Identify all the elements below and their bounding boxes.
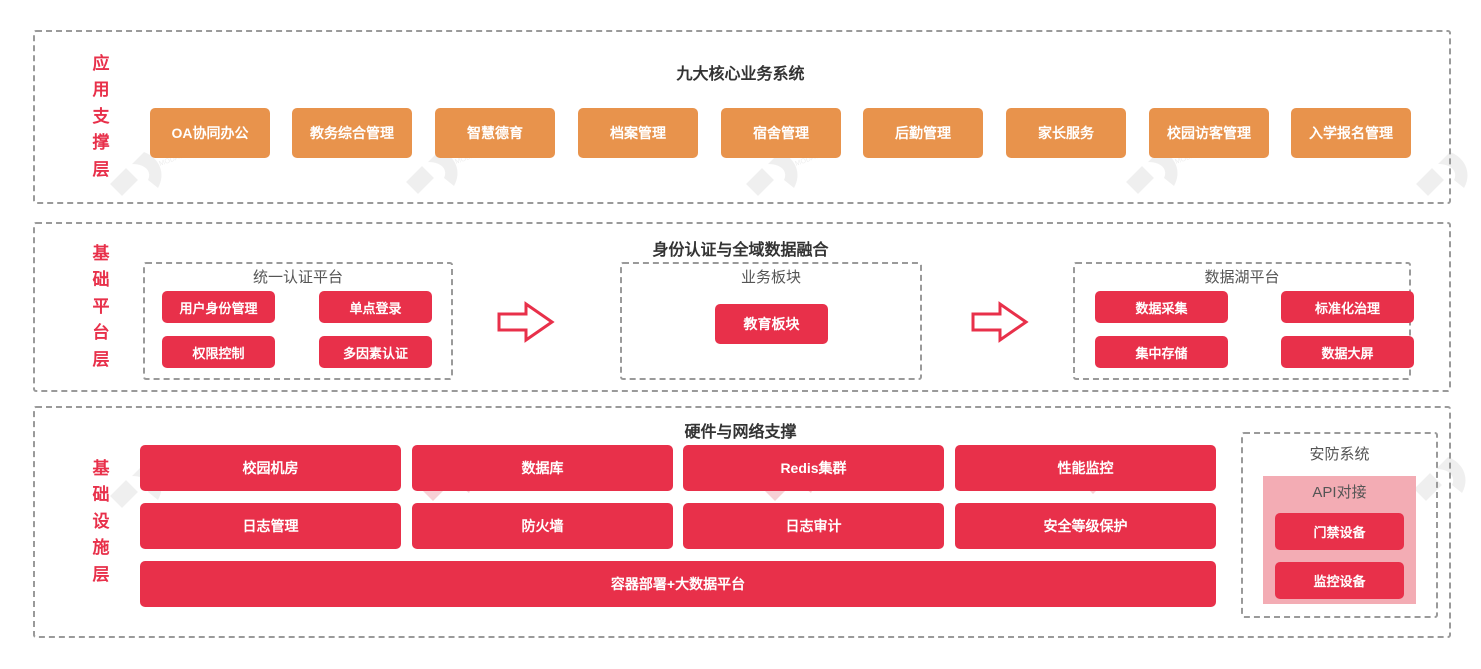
layer-label-char: 层	[92, 564, 110, 584]
api-integration-title: API对接	[1312, 484, 1367, 501]
group-title-security-system: 安防系统	[1309, 446, 1370, 463]
layer-label-char: 础	[92, 270, 110, 290]
security-box-access-control-device[interactable]: 门禁设备	[1275, 513, 1404, 550]
security-box-surveillance-device[interactable]: 监控设备	[1275, 562, 1404, 599]
layer-label-char: 应	[92, 54, 110, 74]
section-title-hardware-network-support: 硬件与网络支撑	[684, 424, 797, 441]
app-box-logistics-management[interactable]: 后勤管理	[863, 108, 983, 158]
layer-label-base-platform: 基 础 平 台 层	[73, 224, 129, 390]
platform-box-centralized-storage[interactable]: 集中存储	[1095, 336, 1228, 368]
layer-label-char: 平	[92, 296, 110, 316]
platform-box-standardized-governance[interactable]: 标准化治理	[1281, 291, 1414, 323]
layer-label-char: 撑	[92, 133, 110, 153]
layer-label-char: 基	[92, 244, 110, 264]
platform-box-single-sign-on[interactable]: 单点登录	[319, 291, 432, 323]
app-box-oa-collaboration[interactable]: OA协同办公	[150, 108, 270, 158]
infra-box-redis-cluster[interactable]: Redis集群	[683, 445, 944, 491]
layer-label-infrastructure: 基 础 设 施 层	[73, 408, 129, 636]
layer-label-char: 层	[92, 349, 110, 369]
infra-box-firewall[interactable]: 防火墙	[412, 503, 673, 549]
section-title-core-business-systems: 九大核心业务系统	[676, 66, 805, 83]
layer-label-application-support: 应 用 支 撑 层	[73, 32, 129, 202]
platform-box-user-identity-management[interactable]: 用户身份管理	[162, 291, 275, 323]
section-title-identity-and-data-fusion: 身份认证与全域数据融合	[652, 242, 829, 259]
group-unified-authentication-platform	[143, 262, 453, 380]
app-box-smart-moral-education[interactable]: 智慧德育	[435, 108, 555, 158]
infra-box-performance-monitoring[interactable]: 性能监控	[955, 445, 1216, 491]
infra-box-log-management[interactable]: 日志管理	[140, 503, 401, 549]
infra-box-security-level-protection[interactable]: 安全等级保护	[955, 503, 1216, 549]
group-security-system	[1241, 432, 1438, 618]
app-box-campus-visitor-management[interactable]: 校园访客管理	[1149, 108, 1269, 158]
platform-box-multi-factor-authentication[interactable]: 多因素认证	[319, 336, 432, 368]
layer-label-char: 础	[92, 485, 110, 505]
layer-base-platform: 基 础 平 台 层	[33, 222, 1451, 392]
platform-box-permission-control[interactable]: 权限控制	[162, 336, 275, 368]
group-business-segment	[620, 262, 922, 380]
infra-box-container-deployment-bigdata[interactable]: 容器部署+大数据平台	[140, 561, 1216, 607]
layer-application-support: 应 用 支 撑 层	[33, 30, 1451, 204]
app-box-archive-management[interactable]: 档案管理	[578, 108, 698, 158]
flow-arrow-right-icon	[970, 300, 1030, 349]
layer-label-char: 台	[92, 323, 110, 343]
layer-label-char: 支	[92, 106, 110, 126]
app-box-dormitory-management[interactable]: 宿舍管理	[721, 108, 841, 158]
platform-box-education-segment[interactable]: 教育板块	[715, 304, 828, 344]
layer-label-char: 层	[92, 159, 110, 179]
group-title-unified-authentication-platform: 统一认证平台	[252, 269, 343, 286]
group-title-data-lake-platform: 数据湖平台	[1204, 269, 1280, 286]
app-box-enrollment-registration[interactable]: 入学报名管理	[1291, 108, 1411, 158]
layer-label-char: 基	[92, 459, 110, 479]
platform-box-data-collection[interactable]: 数据采集	[1095, 291, 1228, 323]
layer-infrastructure: 基 础 设 施 层	[33, 406, 1451, 638]
app-box-academic-affairs[interactable]: 教务综合管理	[292, 108, 412, 158]
layer-label-char: 设	[92, 511, 110, 531]
infra-box-campus-server-room[interactable]: 校园机房	[140, 445, 401, 491]
infra-box-log-audit[interactable]: 日志审计	[683, 503, 944, 549]
layer-label-char: 施	[92, 538, 110, 558]
platform-box-data-dashboard[interactable]: 数据大屏	[1281, 336, 1414, 368]
group-title-business-segment: 业务板块	[740, 269, 801, 286]
flow-arrow-right-icon	[496, 300, 556, 349]
layer-label-char: 用	[92, 80, 110, 100]
infra-box-database[interactable]: 数据库	[412, 445, 673, 491]
app-box-parent-service[interactable]: 家长服务	[1006, 108, 1126, 158]
